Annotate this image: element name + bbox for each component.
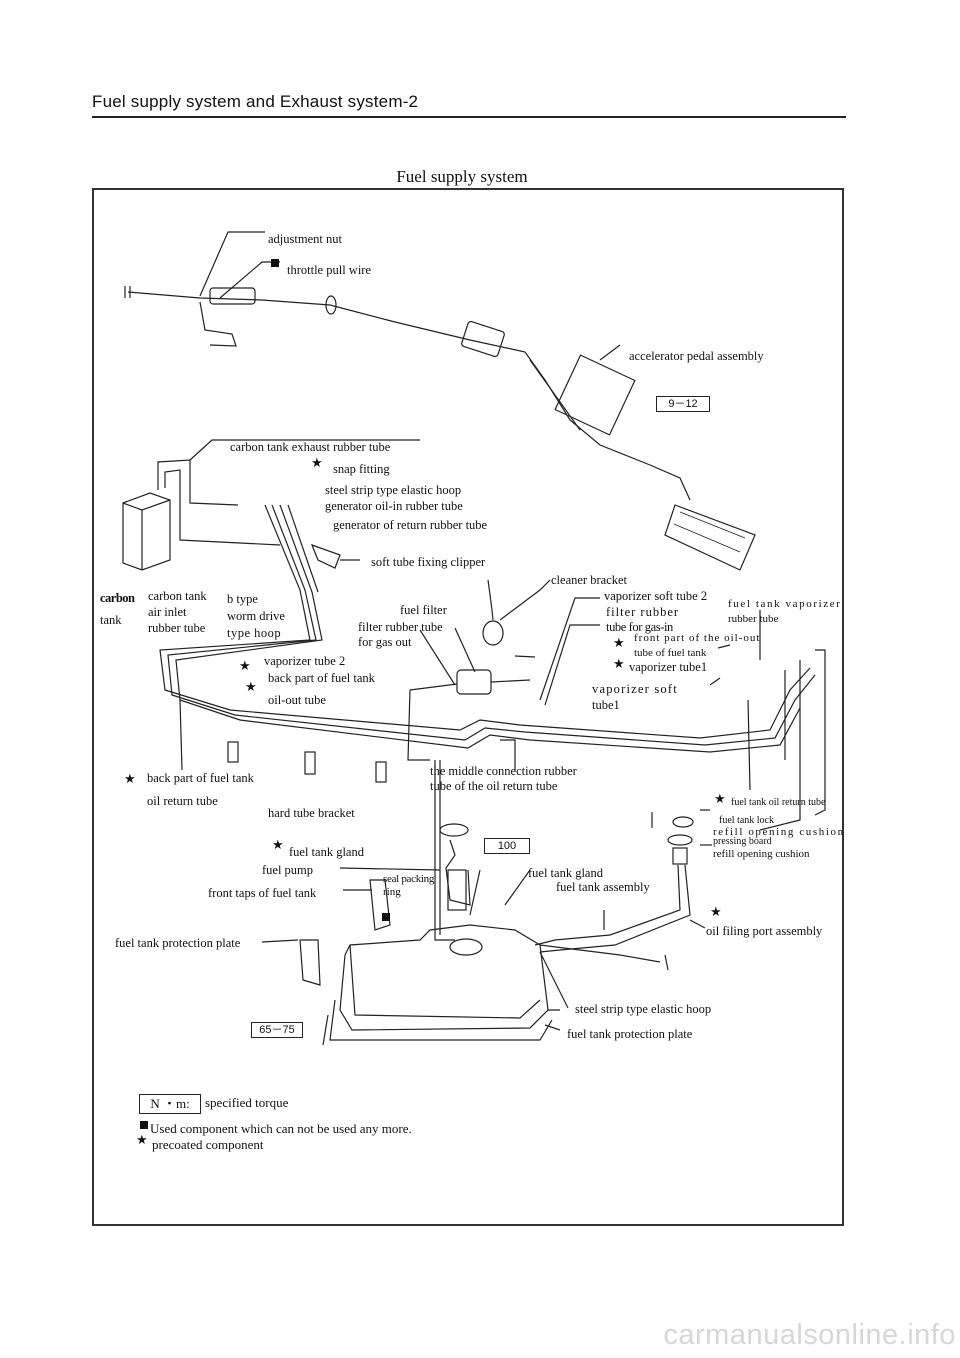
legend-torque-box: N ・m:: [139, 1094, 201, 1114]
label-vaporizer-soft-2: tube1: [592, 698, 620, 712]
carbon-tank-body: [122, 492, 171, 571]
label-adjustment-nut: adjustment nut: [268, 232, 342, 246]
label-fuel-tank-lock-1: fuel tank lock: [719, 815, 774, 826]
label-snap-fitting: snap fitting: [333, 462, 390, 476]
pedal-bracket: [554, 354, 636, 436]
label-filter-rubber-in-1: filter rubber: [606, 605, 680, 619]
label-generator-oil-in-rubber-tube: generator oil-in rubber tube: [325, 499, 463, 513]
square-marker: [271, 259, 279, 267]
label-oil-filing-port-assembly: oil filing port assembly: [706, 924, 823, 938]
label-carbon-tank-air-inlet-1: carbon tank: [148, 589, 207, 603]
star-marker: ★: [124, 771, 136, 786]
label-front-part-oil-out-2: tube of fuel tank: [634, 647, 707, 659]
label-soft-tube-fixing-clipper: soft tube fixing clipper: [371, 555, 486, 569]
label-fuel-tank-vaporizer-1: fuel tank vaporizer: [728, 598, 842, 610]
fuel-filter-part: [456, 669, 492, 695]
carbon-exhaust-tube: [157, 459, 239, 506]
label-fuel-tank-lock-2: pressing board: [713, 836, 772, 847]
legend-square-text: Used component which can not be used any…: [150, 1121, 412, 1136]
label-protection-plate-left: fuel tank protection plate: [115, 936, 241, 950]
fuel-tank-body: [339, 924, 549, 1031]
label-carbon-tank-exhaust-rubber-tube: carbon tank exhaust rubber tube: [230, 440, 391, 454]
header-rule: [92, 116, 846, 118]
label-b-type-3: type hoop: [227, 626, 282, 640]
star-marker: ★: [311, 455, 323, 470]
label-accelerator-pedal-assembly: accelerator pedal assembly: [629, 349, 764, 363]
watermark: carmanualsonline.info: [663, 1319, 956, 1351]
fuel-line-1: [159, 504, 811, 739]
label-fuel-tank-gland-left: fuel tank gland: [289, 845, 364, 859]
label-throttle-pull-wire: throttle pull wire: [287, 263, 372, 277]
legend-star-text: precoated component: [152, 1137, 264, 1152]
label-fuel-pump: fuel pump: [262, 863, 314, 877]
adjustment-nut-part: [209, 287, 256, 305]
label-fuel-filter: fuel filter: [400, 603, 447, 617]
label-filter-rubber-in-2: tube for gas-in: [606, 620, 673, 634]
star-marker: ★: [239, 658, 251, 673]
label-filter-rubber-tube-out-1: filter rubber tube: [358, 620, 443, 634]
star-marker: ★: [710, 904, 722, 919]
label-hard-tube-bracket: hard tube bracket: [268, 806, 355, 820]
filler-neck: [534, 864, 681, 946]
torque-tag-gland: 100: [484, 838, 530, 854]
label-back-part-return-1: back part of fuel tank: [147, 771, 254, 785]
label-b-type-1: b type: [227, 592, 258, 606]
label-front-taps: front taps of fuel tank: [208, 886, 317, 900]
label-vaporizer-tube1: vaporizer tube1: [629, 660, 708, 674]
pedal-arm: [524, 351, 691, 501]
pedal-pad: [664, 504, 756, 571]
label-back-part-return-2: oil return tube: [147, 794, 218, 808]
torque-tag-plate: 65－75: [251, 1022, 303, 1038]
label-steel-strip-elastic-hoop-bottom: steel strip type elastic hoop: [575, 1002, 712, 1016]
legend-square-marker: [140, 1121, 148, 1129]
label-refill-cushion-spaced: refill opening cushion: [713, 826, 845, 838]
label-fuel-tank-assembly: fuel tank assembly: [556, 880, 650, 894]
label-middle-connection-2: tube of the oil return tube: [430, 779, 558, 793]
diagram-frame: [92, 188, 844, 1226]
label-b-type-2: worm drive: [227, 609, 285, 623]
label-refill-cushion: refill opening cushion: [713, 848, 810, 860]
label-carbon-tank-air-inlet-3: rubber tube: [148, 621, 206, 635]
star-marker: ★: [613, 656, 625, 671]
label-carbon-tank: tank: [100, 613, 122, 627]
star-marker: ★: [613, 635, 625, 650]
label-fuel-tank-oil-return-tube: fuel tank oil return tube: [731, 797, 826, 808]
star-marker: ★: [245, 679, 257, 694]
torque-tag-pedal: 9－12: [656, 396, 710, 412]
diagram-title: Fuel supply system: [396, 167, 528, 186]
label-back-part-oil-out-1: back part of fuel tank: [268, 671, 375, 685]
label-seal-packing-1: seal packing: [383, 873, 435, 885]
label-protection-plate-right: fuel tank protection plate: [567, 1027, 693, 1041]
label-vaporizer-soft-tube-2: vaporizer soft tube 2: [604, 589, 708, 603]
star-marker: ★: [272, 837, 284, 852]
label-generator-return-rubber-tube: generator of return rubber tube: [333, 518, 488, 532]
star-marker: ★: [714, 791, 726, 806]
label-fuel-tank-gland-right: fuel tank gland: [528, 866, 603, 880]
label-carbon-tank-air-inlet-2: air inlet: [148, 605, 187, 619]
label-back-part-oil-out-2: oil-out tube: [268, 693, 326, 707]
legend-star-marker: ★: [136, 1132, 148, 1147]
label-vaporizer-soft-1: vaporizer soft: [592, 682, 678, 696]
legend-torque-text: specified torque: [205, 1095, 289, 1110]
label-middle-connection-1: the middle connection rubber: [430, 764, 577, 778]
throttle-cable: [127, 291, 526, 353]
label-carbon: carbon: [100, 591, 135, 605]
label-cleaner-bracket: cleaner bracket: [551, 573, 627, 587]
label-filter-rubber-tube-out-2: for gas out: [358, 635, 412, 649]
label-seal-packing-2: ring: [383, 886, 401, 898]
square-marker: [382, 913, 390, 921]
label-vaporizer-tube-2: vaporizer tube 2: [264, 654, 346, 668]
page-header: Fuel supply system and Exhaust system-2: [92, 92, 419, 111]
label-fuel-tank-vaporizer-2: rubber tube: [728, 613, 779, 625]
label-steel-strip-elastic-hoop-top: steel strip type elastic hoop: [325, 483, 462, 497]
label-front-part-oil-out-1: front part of the oil-out: [634, 632, 761, 644]
